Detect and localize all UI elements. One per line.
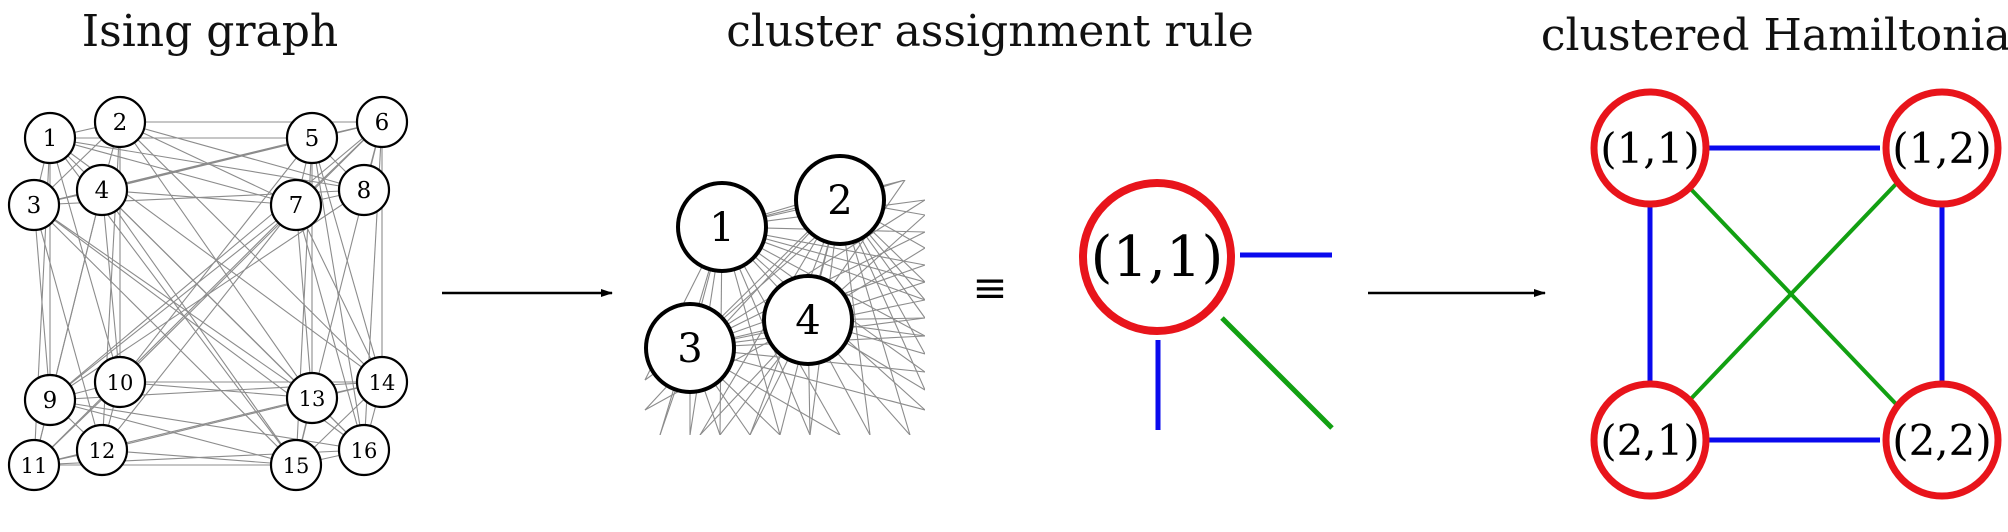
equivalence-symbol: ≡ [972,263,1007,312]
cluster-node-label: (2,2) [1892,416,1992,465]
ham-nodes: (1,1) (1,2) (2,1) (2,2) [1590,88,2002,500]
ising-node: 10 [93,355,147,409]
cluster-rule-title: cluster assignment rule [726,6,1254,57]
cluster-node: (1,2) [1882,88,2002,208]
ising-edge [49,204,297,401]
ising-node-label: 11 [21,454,48,478]
ising-node: 15 [269,438,323,492]
zoom-node-label: 2 [827,178,852,224]
zoom-node: 3 [644,302,736,394]
ising-node: 6 [355,95,409,149]
ising-node-label: 13 [299,387,326,411]
ising-node-label: 16 [351,439,378,463]
ising-node: 2 [93,95,147,149]
ising-node-label: 3 [27,193,42,219]
ising-node: 4 [75,163,129,217]
cluster-node-label: (1,1) [1600,124,1700,173]
ising-node-label: 2 [113,110,128,136]
ising-edge [33,204,313,399]
ising-edge [119,137,313,383]
ising-edge [295,204,313,399]
zoom-edge [689,199,925,349]
ising-node: 14 [355,355,409,409]
ising-edge [295,204,383,383]
rule-cluster-circle [1079,179,1235,335]
ising-edge [119,381,313,399]
clustered-hamiltonian-title: clustered Hamiltonian [1541,10,2008,61]
ising-edge [33,204,297,466]
cluster-node: (2,2) [1882,380,2002,500]
ising-edge [101,204,297,451]
zoom-nodes: 1 2 3 4 [644,154,886,394]
zoom-node: 4 [762,274,854,366]
ising-node: 7 [269,178,323,232]
ising-node-label: 7 [289,193,304,219]
ham-edge-12-21 [1684,182,1898,406]
cluster-rule-node: (1,1) [1079,179,1334,430]
ising-node-label: 4 [95,178,110,204]
zoom-node-label: 1 [709,205,734,251]
ising-edge [119,121,383,383]
ising-node-label: 6 [375,110,390,136]
ising-node-label: 10 [107,371,134,395]
zoom-node: 1 [676,181,768,273]
ising-node: 12 [75,423,129,477]
ising-node-label: 5 [305,126,320,152]
ising-edge [49,121,383,401]
ising-node: 9 [23,373,77,427]
ising-node-label: 1 [43,126,58,152]
ising-edge [101,449,297,466]
ising-node-label: 9 [43,388,58,414]
ising-node-label: 14 [369,371,396,395]
ising-node-label: 8 [357,178,372,204]
cluster-node-label: (1,2) [1892,124,1992,173]
ising-node: 13 [285,371,339,425]
clustered-hamiltonian: (1,1) (1,2) (2,1) (2,2) [1590,88,2002,500]
ising-edge [49,189,365,401]
cluster-node-label: (2,1) [1600,416,1700,465]
ising-node: 8 [337,163,391,217]
ising-node: 5 [285,111,339,165]
rule-cluster-label: (1,1) [1091,225,1224,290]
zoom-node-label: 4 [795,298,820,344]
ising-edge [101,189,297,206]
ising-edge [311,137,365,451]
cluster-node: (2,1) [1590,380,1710,500]
ising-edge [33,204,51,401]
ising-node: 3 [7,178,61,232]
rule-green-edge-diag [1220,316,1334,430]
cluster-node: (1,1) [1590,88,1710,208]
ising-node-label: 15 [283,454,310,478]
ising-graph-title: Ising graph [82,6,338,57]
ising-edge [295,204,365,451]
ising-edge [101,189,121,383]
ising-node: 1 [23,111,77,165]
zoom-node-label: 3 [677,326,702,372]
ising-node: 16 [337,423,391,477]
zoom-node: 2 [794,154,886,246]
ising-node: 11 [7,438,61,492]
ising-node-label: 12 [89,439,116,463]
